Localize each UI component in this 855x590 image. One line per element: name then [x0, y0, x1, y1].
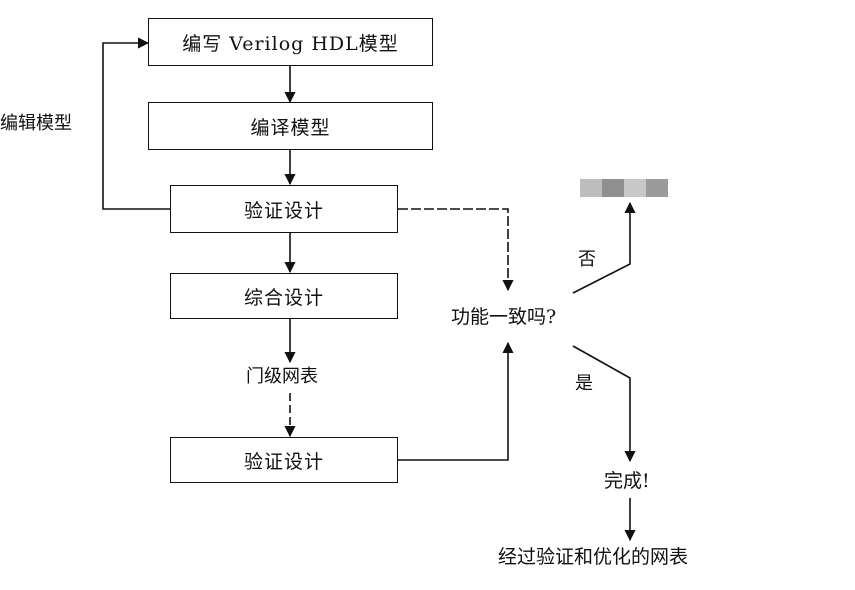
redacted-block-1 — [580, 179, 602, 197]
branch-yes — [572, 345, 636, 463]
redacted-block-3 — [624, 179, 646, 197]
redacted-block-2 — [602, 179, 624, 197]
redacted-label — [580, 179, 668, 197]
box-write-model: 编写 Verilog HDL模型 — [148, 18, 433, 66]
line-verify-bottom-to-decision — [398, 341, 514, 461]
box-verify-design-top: 验证设计 — [170, 185, 398, 233]
box-verify-design-bottom: 验证设计 — [170, 437, 398, 483]
box-synthesize-design: 综合设计 — [170, 273, 398, 319]
line-verify-top-to-decision — [398, 208, 514, 292]
label-no: 否 — [578, 249, 596, 270]
label-result: 经过验证和优化的网表 — [498, 546, 689, 568]
box-compile-model: 编译模型 — [148, 102, 433, 150]
branch-no — [572, 201, 636, 294]
label-done: 完成! — [604, 470, 650, 492]
label-decision: 功能一致吗? — [451, 306, 557, 328]
label-yes: 是 — [575, 373, 593, 394]
redacted-block-4 — [646, 179, 668, 197]
label-gate-netlist: 门级网表 — [246, 366, 318, 387]
label-edit-model: 编辑模型 — [0, 113, 72, 134]
loop-edit-model — [102, 37, 170, 210]
